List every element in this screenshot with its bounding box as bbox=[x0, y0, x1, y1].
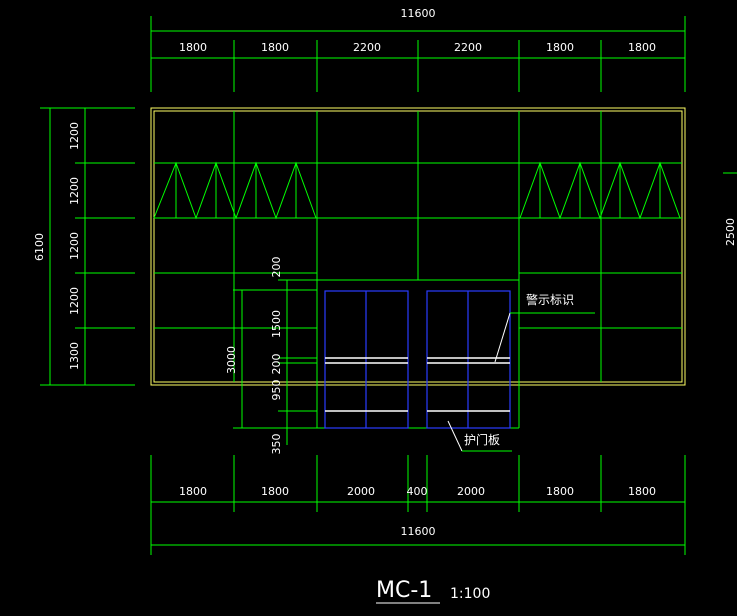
right-zigzag-pattern bbox=[519, 161, 681, 220]
building-elevation bbox=[150, 107, 686, 429]
bottom-dim-2: 1800 bbox=[261, 485, 289, 498]
top-dim-2: 1800 bbox=[261, 41, 289, 54]
door-leaves bbox=[324, 290, 511, 429]
bottom-dim-3: 2000 bbox=[347, 485, 375, 498]
left-dim-3: 1200 bbox=[68, 232, 81, 260]
door-dim-3: 200 bbox=[270, 354, 283, 375]
drawing-title: MC-1 bbox=[376, 578, 432, 603]
door-dim-5: 350 bbox=[270, 434, 283, 455]
bottom-dim-1: 1800 bbox=[179, 485, 207, 498]
bottom-dim-5: 2000 bbox=[457, 485, 485, 498]
left-dim-1: 1200 bbox=[68, 122, 81, 150]
top-dim-6: 1800 bbox=[628, 41, 656, 54]
left-dim-5: 1300 bbox=[68, 342, 81, 370]
left-dimensions: 6100 1200 1200 1200 1200 1300 bbox=[33, 107, 135, 386]
door-dimensions: 3000 200 1500 200 950 350 bbox=[225, 257, 317, 455]
bottom-dim-4: 400 bbox=[407, 485, 428, 498]
drawing-title-block: MC-1 1:100 bbox=[376, 578, 490, 604]
right-dimension: 2500 bbox=[723, 172, 737, 246]
bottom-dimensions: 1800 1800 2000 400 2000 1800 1800 11600 bbox=[150, 455, 686, 555]
warning-sign-label: 警示标识 bbox=[526, 292, 574, 307]
door-dim-4: 950 bbox=[270, 380, 283, 401]
bottom-dim-7: 1800 bbox=[628, 485, 656, 498]
left-dim-4: 1200 bbox=[68, 287, 81, 315]
top-dim-5: 1800 bbox=[546, 41, 574, 54]
bottom-overall-dim: 11600 bbox=[401, 525, 436, 538]
left-dim-2: 1200 bbox=[68, 177, 81, 205]
left-overall-dim: 6100 bbox=[33, 233, 46, 261]
top-dim-4: 2200 bbox=[454, 41, 482, 54]
top-dim-1: 1800 bbox=[179, 41, 207, 54]
guard-plate-label: 护门板 bbox=[464, 432, 500, 447]
right-dim: 2500 bbox=[724, 218, 737, 246]
bottom-dim-6: 1800 bbox=[546, 485, 574, 498]
top-dim-3: 2200 bbox=[353, 41, 381, 54]
annotations: 警示标识 护门板 bbox=[447, 292, 595, 452]
door-dim-1: 200 bbox=[270, 257, 283, 278]
left-zigzag-pattern bbox=[153, 161, 317, 220]
top-overall-dim: 11600 bbox=[401, 7, 436, 20]
top-dimensions: 11600 1800 1800 2200 2200 1800 1800 bbox=[150, 7, 686, 92]
door-dim-2: 1500 bbox=[270, 310, 283, 338]
drawing-scale: 1:100 bbox=[450, 586, 490, 602]
door-overall-dim: 3000 bbox=[225, 346, 238, 374]
